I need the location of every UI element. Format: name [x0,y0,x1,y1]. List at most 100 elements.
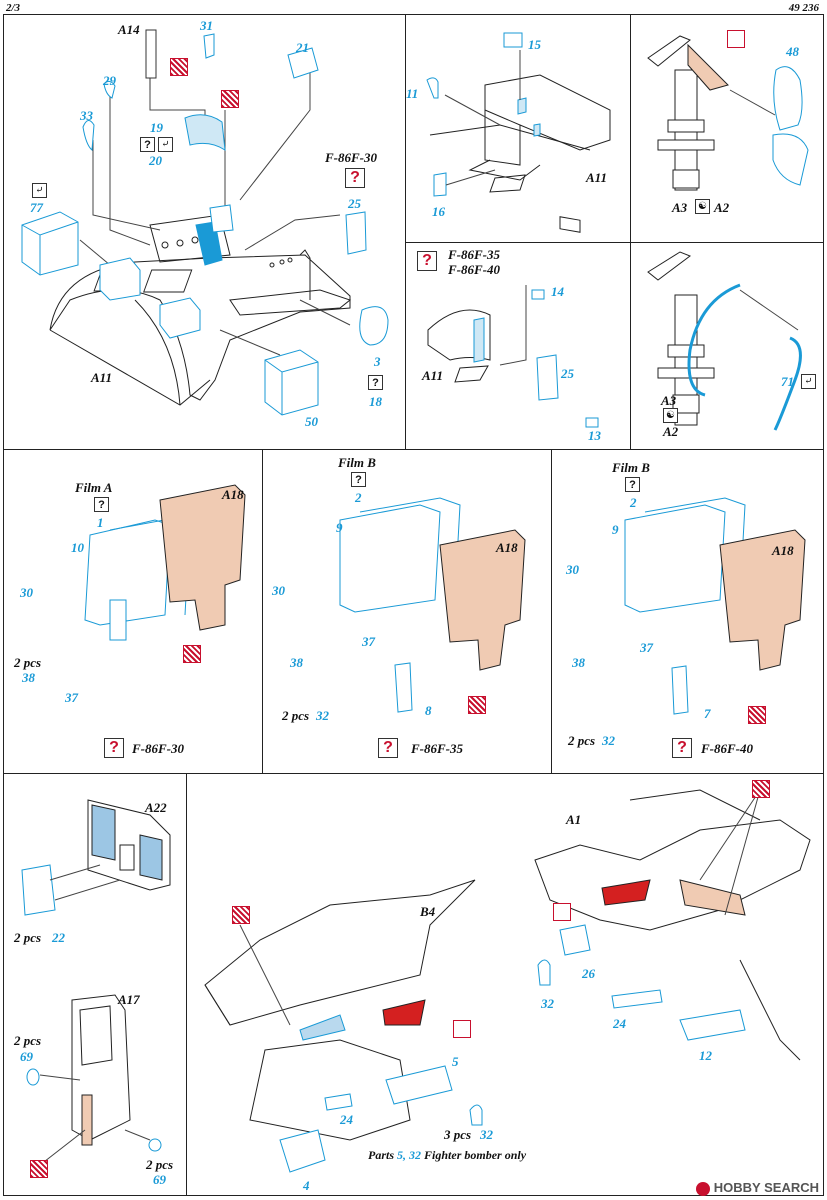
part-label-7: 7 [704,706,711,721]
bend-symbol-icon: ⤶ [32,183,47,198]
part-label-a2: A2 [714,200,730,215]
qty-3pcs: 3 pcs [444,1127,472,1142]
part-label-30-f35: 30 [272,583,285,598]
hobby-search-logo-icon [695,1182,710,1196]
part-label-15: 15 [528,37,541,52]
control-stick-bottom [647,251,715,426]
part-label-32-f35: 32 [316,708,329,723]
part-label-a18-f40: A18 [772,543,794,558]
control-stick-top [647,35,729,191]
part-label-14: 14 [551,284,564,299]
part-label-11: 11 [406,86,419,101]
part-label-25-f35: 25 [561,366,574,381]
part-label-29: 29 [103,73,116,88]
variant-title-f40-b: F-86F-40 [701,741,753,756]
part-label-12: 12 [699,1048,712,1063]
part-label-24-b4: 24 [340,1112,353,1127]
etch-paint-icon [170,58,188,76]
part-label-9: 9 [336,520,343,535]
variant-title-f30: F-86F-30 [325,150,377,165]
part-label-69-b: 69 [153,1172,166,1187]
part-label-a2-b: A2 [663,424,679,439]
part-label-21: 21 [296,40,309,55]
part-label-18: 18 [369,394,382,409]
part-label-a11: A11 [91,370,112,385]
part-label-a3-b: A3 [661,393,677,408]
part-label-38-f35: 38 [290,655,303,670]
part-label-16: 16 [432,204,445,219]
part-label-19: 19 [150,120,163,135]
page-number: 2/3 [6,2,21,14]
variant-question-icon: ? [417,251,437,271]
etch-paint-icon [748,706,766,724]
part-label-37-f40: 37 [640,640,653,655]
question-symbol: ? [94,497,109,512]
variant-title-f30-b: F-86F-30 [132,741,184,756]
seat-a17-drawing [26,994,162,1166]
film-label-b: Film B [338,455,376,470]
part-label-5: 5 [452,1054,459,1069]
question-symbol: ? [368,375,383,390]
part-label-25: 25 [348,196,361,211]
part-label-a1: A1 [566,812,582,827]
variant-question-icon: ? [104,738,124,758]
variant-question-icon: ? [672,738,692,758]
variant-title-f40: F-86F-40 [448,262,500,277]
variant-question-icon: ? [345,168,365,188]
watermark: HOBBY SEARCH [695,1180,819,1196]
part-label-20: 20 [149,153,162,168]
part-label-24-a1: 24 [613,1016,626,1031]
etch-paint-icon [232,906,250,924]
qty-2pcs-f35: 2 pcs [282,708,310,723]
part-label-3: 3 [374,354,381,369]
part-label-a11-f35: A11 [422,368,443,383]
note-prefix: Parts [368,1148,395,1162]
part-label-69: 69 [20,1049,33,1064]
part-label-38-f40: 38 [572,655,585,670]
qty-2pcs: 2 pcs [14,655,42,670]
instrument-panel-f30 [84,484,246,641]
part-label-a22: A22 [145,800,167,815]
etch-paint-icon [453,1020,471,1038]
yin-yang-icon: ☯ [663,408,678,423]
watermark-text: HOBBY SEARCH [713,1180,819,1196]
etch-paint-icon [183,645,201,663]
etch-paint-icon [221,90,239,108]
part-label-33: 33 [80,108,93,123]
etch-paint-icon [727,30,745,48]
part-label-30-f40: 30 [566,562,579,577]
fuselage-b4-drawing [204,879,483,1173]
part-label-a18-f35: A18 [496,540,518,555]
part-label-32-a1: 32 [541,996,554,1011]
part-label-48: 48 [786,44,799,59]
fuselage-a1-drawing [534,789,811,1061]
part-label-a17: A17 [118,992,140,1007]
part-label-37-f35: 37 [362,634,375,649]
part-label-77: 77 [30,200,43,215]
part-label-8: 8 [425,703,432,718]
part-label-31: 31 [200,18,213,33]
qty-2pcs-69-b: 2 pcs [146,1157,174,1172]
part-label-71: 71 [781,374,794,389]
part-label-32-b4: 32 [480,1127,493,1142]
part-label-2-f40: 2 [630,495,637,510]
qty-2pcs-f40: 2 pcs [568,733,596,748]
etch-paint-icon [468,696,486,714]
variant-title-f35-b: F-86F-35 [411,741,463,756]
part-label-22: 22 [52,930,65,945]
part-label-50: 50 [305,414,318,429]
question-symbol: ? [140,137,155,152]
instrument-panel-f40 [624,497,806,715]
instrument-panel-f35 [339,497,526,713]
part-label-a18-f30: A18 [222,487,244,502]
panel-fuselage [186,773,824,1196]
film-label-b-f40: Film B [612,460,650,475]
part-label-b4: B4 [420,904,436,919]
question-symbol: ? [625,477,640,492]
part-label-a3: A3 [672,200,688,215]
question-symbol: ? [351,472,366,487]
part-label-13: 13 [588,428,601,443]
part-label-4: 4 [303,1178,310,1193]
film-label-a: Film A [75,480,113,495]
